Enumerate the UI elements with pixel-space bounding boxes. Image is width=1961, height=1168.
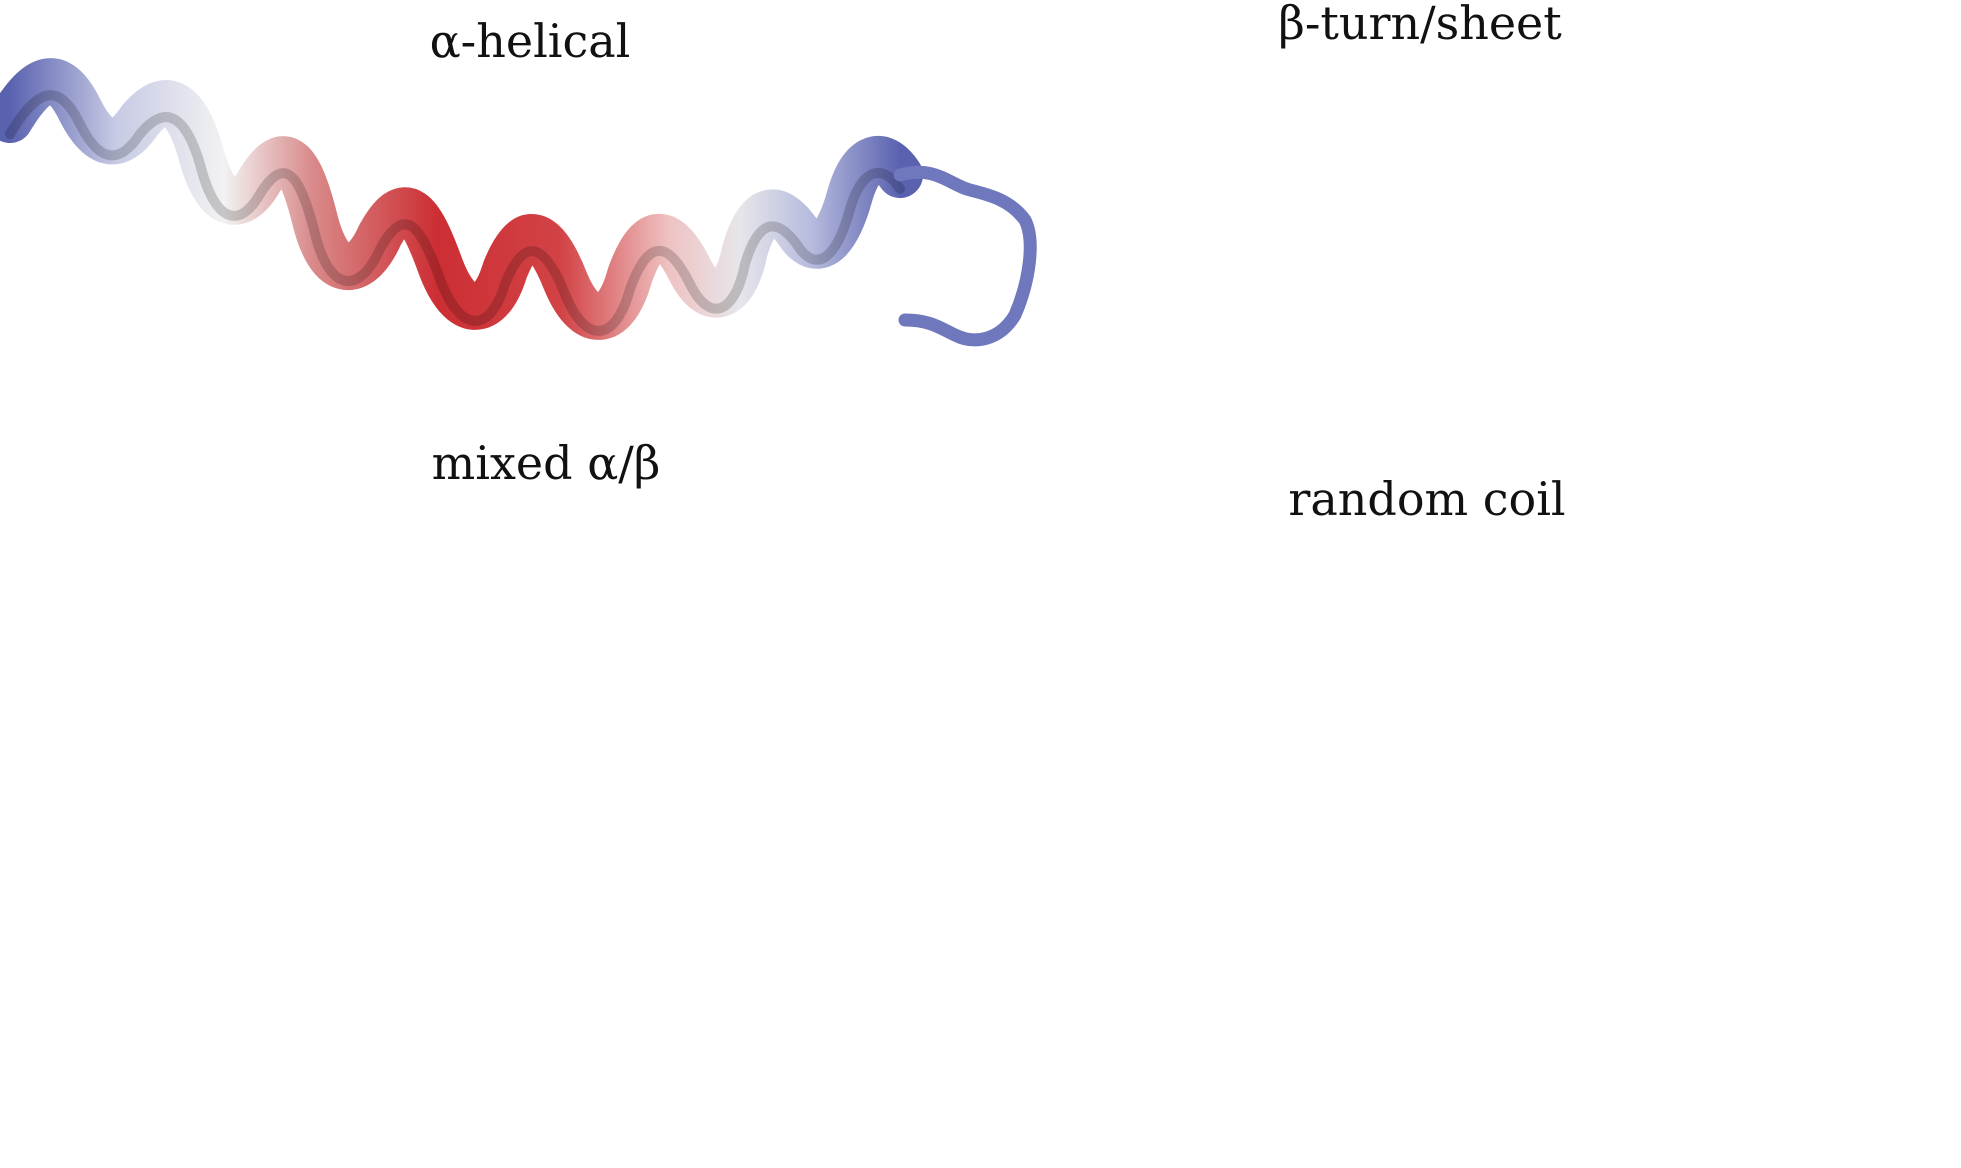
mixed-alpha-beta-label: mixed α/β (431, 436, 661, 490)
random-coil-label: random coil (1288, 472, 1566, 526)
beta-turn-sheet-label: β-turn/sheet (1278, 0, 1562, 50)
alpha-helical-label: α-helical (429, 14, 631, 68)
helix-c-terminal-coil (893, 165, 1037, 347)
alpha-helix-structure (0, 58, 1037, 347)
helix-backbone-ribbon (0, 58, 923, 340)
helix-shading (5, 90, 905, 336)
